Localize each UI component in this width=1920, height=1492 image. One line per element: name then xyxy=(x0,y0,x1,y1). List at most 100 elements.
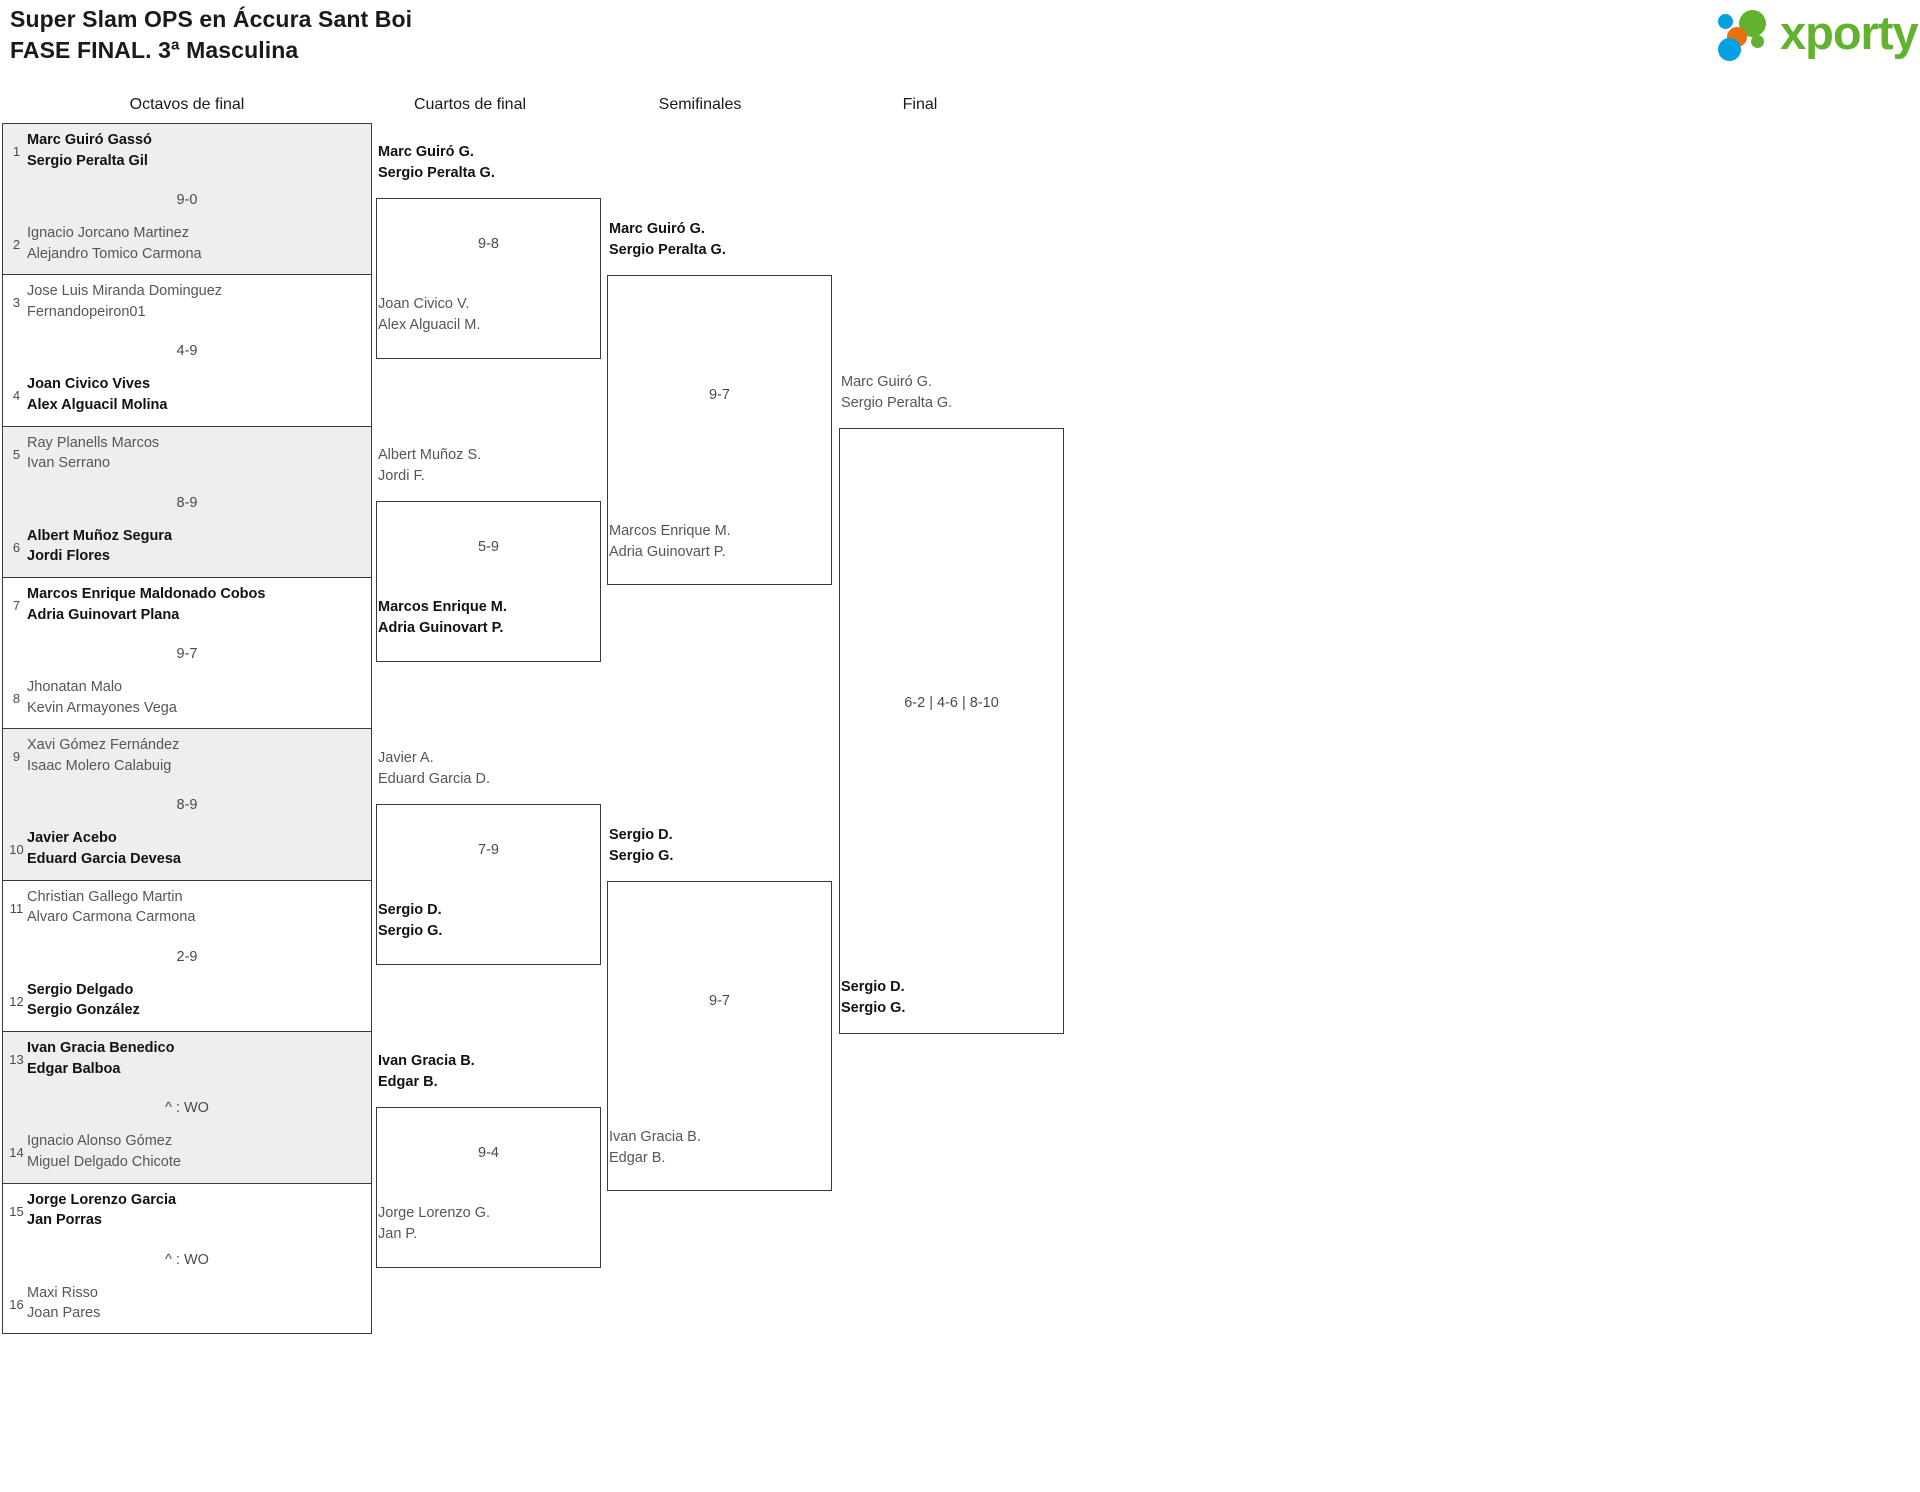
player-name: Xavi Gómez Fernández xyxy=(27,737,180,754)
round2-slot-top[interactable]: Ivan Gracia B. Edgar B. xyxy=(378,1051,568,1092)
round1-slot-top[interactable]: 11 Christian Gallego Martin Alvaro Carmo… xyxy=(3,887,371,933)
round1-slot-bottom[interactable]: 4 Joan Civico Vives Alex Alguacil Molina xyxy=(3,374,371,420)
player-name: Javier Acebo xyxy=(27,830,117,847)
player-name: Marcos Enrique M. xyxy=(609,523,731,539)
player-names: Ignacio Jorcano Martinez Alejandro Tomic… xyxy=(27,223,365,264)
round1-slot-top[interactable]: 15 Jorge Lorenzo Garcia Jan Porras xyxy=(3,1190,371,1236)
round1-slot-top[interactable]: 1 Marc Guiró Gassó Sergio Peralta Gil xyxy=(3,130,371,176)
player-name: Adria Guinovart Plana xyxy=(27,606,180,623)
round2-slot-top[interactable]: Marc Guiró G. Sergio Peralta G. xyxy=(378,142,568,183)
seed-number: 12 xyxy=(9,993,24,1009)
logo-dot-blue-large xyxy=(1718,38,1741,61)
round1-column: 1 Marc Guiró Gassó Sergio Peralta Gil 9-… xyxy=(2,123,372,1334)
logo-dots-icon xyxy=(1718,10,1778,62)
logo-dot-green-small xyxy=(1751,35,1764,48)
match-score: 8-9 xyxy=(176,494,198,511)
round2-match[interactable]: 9-4 xyxy=(376,1107,601,1268)
seed-number: 15 xyxy=(9,1203,24,1219)
player-name: Albert Muñoz S. xyxy=(378,447,482,463)
player-names: Christian Gallego Martin Alvaro Carmona … xyxy=(27,887,365,928)
round1-slot-bottom[interactable]: 2 Ignacio Jorcano Martinez Alejandro Tom… xyxy=(3,223,371,269)
xporty-logo[interactable]: xporty xyxy=(1718,6,1919,62)
round2-slot-bottom[interactable]: Sergio D. Sergio G. xyxy=(378,900,568,941)
player-names: Marcos Enrique Maldonado Cobos Adria Gui… xyxy=(27,584,365,625)
tournament-subtitle: FASE FINAL. 3ª Masculina xyxy=(10,37,299,63)
round4-slot-top[interactable]: Marc Guiró G. Sergio Peralta G. xyxy=(841,372,1031,413)
player-name: Jhonatan Malo xyxy=(27,679,123,696)
player-name: Jordi F. xyxy=(378,467,425,484)
page-header: Super Slam OPS en Áccura Sant Boi FASE F… xyxy=(0,0,1920,95)
round2-slot-top[interactable]: Albert Muñoz S. Jordi F. xyxy=(378,445,568,486)
round3-slot-bottom[interactable]: Marcos Enrique M. Adria Guinovart P. xyxy=(609,521,799,562)
round4-slot-bottom champion[interactable]: Sergio D. Sergio G. xyxy=(841,977,1031,1018)
round2-match[interactable]: 9-8 xyxy=(376,198,601,359)
match-score: 9-7 xyxy=(709,387,730,403)
round1-slot-bottom[interactable]: 12 Sergio Delgado Sergio González xyxy=(3,980,371,1026)
logo-dot-blue-small xyxy=(1718,14,1733,29)
player-names: Ivan Gracia Benedico Edgar Balboa xyxy=(27,1038,365,1079)
player-names: Sergio Delgado Sergio González xyxy=(27,980,365,1021)
round3-slot-bottom[interactable]: Ivan Gracia B. Edgar B. xyxy=(609,1127,799,1168)
round1-slot-top[interactable]: 7 Marcos Enrique Maldonado Cobos Adria G… xyxy=(3,584,371,630)
round3-match[interactable]: 9-7 xyxy=(607,881,832,1191)
player-names: Jorge Lorenzo Garcia Jan Porras xyxy=(27,1190,365,1231)
player-name: Sergio Peralta Gil xyxy=(27,152,148,169)
round1-match[interactable]: 11 Christian Gallego Martin Alvaro Carmo… xyxy=(3,881,371,1033)
seed-number: 4 xyxy=(12,388,21,404)
player-name: Jorge Lorenzo G. xyxy=(378,1205,491,1221)
round1-match[interactable]: 15 Jorge Lorenzo Garcia Jan Porras ^ : W… xyxy=(3,1184,371,1335)
round1-match[interactable]: 3 Jose Luis Miranda Dominguez Fernandope… xyxy=(3,275,371,427)
round1-slot-bottom[interactable]: 14 Ignacio Alonso Gómez Miguel Delgado C… xyxy=(3,1131,371,1177)
round2-slot-bottom[interactable]: Joan Civico V. Alex Alguacil M. xyxy=(378,294,568,335)
round1-slot-top[interactable]: 9 Xavi Gómez Fernández Isaac Molero Cala… xyxy=(3,735,371,781)
player-name: Kevin Armayones Vega xyxy=(27,699,177,716)
player-name: Jose Luis Miranda Dominguez xyxy=(27,283,223,300)
player-name: Maxi Risso xyxy=(27,1284,98,1301)
round2-slot-bottom[interactable]: Marcos Enrique M. Adria Guinovart P. xyxy=(378,597,568,638)
round1-slot-bottom[interactable]: 10 Javier Acebo Eduard Garcia Devesa xyxy=(3,828,371,874)
round1-slot-top[interactable]: 13 Ivan Gracia Benedico Edgar Balboa xyxy=(3,1038,371,1084)
player-name: Jan P. xyxy=(378,1225,418,1242)
round3-match[interactable]: 9-7 xyxy=(607,275,832,585)
player-name: Marcos Enrique Maldonado Cobos xyxy=(27,586,266,603)
player-name: Joan Pares xyxy=(27,1305,101,1322)
player-name: Alex Alguacil M. xyxy=(378,316,481,333)
player-name: Adria Guinovart P. xyxy=(609,543,726,560)
player-name: Sergio G. xyxy=(378,922,443,939)
round1-match[interactable]: 7 Marcos Enrique Maldonado Cobos Adria G… xyxy=(3,578,371,730)
player-name: Alejandro Tomico Carmona xyxy=(27,245,202,262)
round4-match[interactable]: 6-2 | 4-6 | 8-10 xyxy=(839,428,1064,1034)
match-score: 9-7 xyxy=(709,993,730,1009)
seed-number: 14 xyxy=(9,1145,24,1161)
round1-slot-bottom[interactable]: 8 Jhonatan Malo Kevin Armayones Vega xyxy=(3,677,371,723)
player-name: Marc Guiró Gassó xyxy=(27,132,152,148)
player-name: Adria Guinovart P. xyxy=(378,619,504,636)
round1-match[interactable]: 5 Ray Planells Marcos Ivan Serrano 8-9 6… xyxy=(3,426,371,579)
round1-slot-top[interactable]: 5 Ray Planells Marcos Ivan Serrano xyxy=(3,433,371,479)
round3-slot-top[interactable]: Marc Guiró G. Sergio Peralta G. xyxy=(609,219,799,260)
final-score: 6-2 | 4-6 | 8-10 xyxy=(904,695,999,711)
round2-slot-top[interactable]: Javier A. Eduard Garcia D. xyxy=(378,748,568,789)
player-name: Marc Guiró G. xyxy=(841,374,933,390)
player-name: Ignacio Alonso Gómez xyxy=(27,1133,173,1150)
round1-slot-bottom[interactable]: 6 Albert Muñoz Segura Jordi Flores xyxy=(3,526,371,572)
player-name: Sergio González xyxy=(27,1002,140,1019)
player-name: Sergio D. xyxy=(841,979,905,995)
seed-number: 11 xyxy=(9,900,24,916)
round1-match[interactable]: 1 Marc Guiró Gassó Sergio Peralta Gil 9-… xyxy=(3,124,371,276)
round2-match[interactable]: 7-9 xyxy=(376,804,601,965)
round2-slot-bottom[interactable]: Jorge Lorenzo G. Jan P. xyxy=(378,1203,568,1244)
round1-match[interactable]: 9 Xavi Gómez Fernández Isaac Molero Cala… xyxy=(3,729,371,881)
round1-slot-top[interactable]: 3 Jose Luis Miranda Dominguez Fernandope… xyxy=(3,281,371,327)
player-name: Ivan Gracia Benedico xyxy=(27,1040,175,1057)
player-name: Ivan Serrano xyxy=(27,455,111,472)
round1-slot-bottom[interactable]: 16 Maxi Risso Joan Pares xyxy=(3,1283,371,1329)
round1-match[interactable]: 13 Ivan Gracia Benedico Edgar Balboa ^ :… xyxy=(3,1032,371,1184)
player-name: Javier A. xyxy=(378,750,434,766)
player-name: Fernandopeiron01 xyxy=(27,303,146,320)
round3-slot-top[interactable]: Sergio D. Sergio G. xyxy=(609,825,799,866)
player-names: Xavi Gómez Fernández Isaac Molero Calabu… xyxy=(27,735,365,776)
round2-match[interactable]: 5-9 xyxy=(376,501,601,662)
player-names: Albert Muñoz Segura Jordi Flores xyxy=(27,526,365,567)
round-header-octavos: Octavos de final xyxy=(129,96,245,113)
